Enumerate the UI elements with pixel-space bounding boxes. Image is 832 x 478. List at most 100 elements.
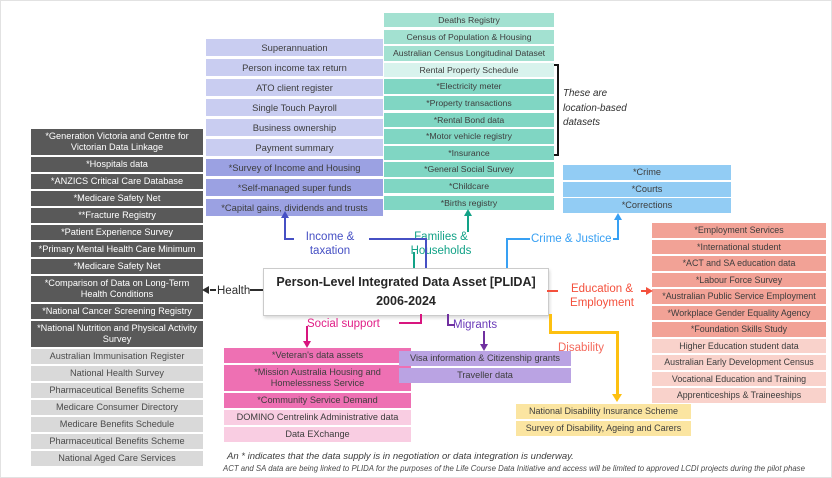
location-datasets-note: These are location-based datasets (563, 88, 627, 128)
migrants-label: Migrants (453, 319, 498, 331)
income-connector (284, 218, 286, 240)
data-box: Medicare Consumer Directory (31, 400, 203, 415)
data-box: *Foundation Skills Study (652, 322, 826, 337)
income-arrow-icon (281, 211, 289, 218)
data-box: Vocational Education and Training (652, 371, 826, 386)
social-arrow-icon (303, 341, 311, 348)
education-connector (547, 290, 558, 292)
data-box: Person income tax return (206, 59, 383, 76)
health-label: Health (217, 285, 251, 297)
data-box: Rental Property Schedule (384, 62, 554, 78)
data-box: *Childcare (384, 178, 554, 194)
data-box: *Community Service Demand (224, 393, 411, 408)
social-connector (420, 314, 422, 324)
data-box: *Electricity meter (384, 79, 554, 94)
data-box: Medicare Benefits Schedule (31, 417, 203, 432)
data-box: ATO client register (206, 79, 383, 96)
data-box: *Self-managed super funds (206, 179, 383, 196)
data-box: *Property transactions (384, 95, 554, 111)
data-box: *Motor vehicle registry (384, 129, 554, 144)
data-box: Pharmaceutical Benefits Scheme (31, 434, 203, 449)
data-box: *Workplace Gender Equality Agency (652, 305, 826, 320)
data-box: *Corrections (563, 198, 731, 213)
migrants-arrow-icon (480, 344, 488, 351)
data-box: *Employment Services (652, 223, 826, 238)
data-box: Traveller data (399, 368, 571, 383)
data-box: Deaths Registry (384, 13, 554, 28)
data-box: Australian Census Longitudinal Dataset (384, 46, 554, 61)
data-box: DOMINO Centrelink Administrative data (224, 410, 411, 425)
income-connector (425, 239, 427, 268)
social-connector (399, 322, 422, 324)
data-box: Pharmaceutical Benefits Scheme (31, 383, 203, 398)
data-box: *Births registry (384, 195, 554, 210)
data-box: *Capital gains, dividends and trusts (206, 199, 383, 216)
families-connector (413, 252, 415, 268)
data-box: *Courts (563, 181, 731, 197)
data-box: Payment summary (206, 139, 383, 156)
disability-label: Disability (558, 342, 605, 354)
data-box: **Fracture Registry (31, 208, 203, 223)
migrants-connector (483, 331, 485, 345)
data-box: *Labour Force Survey (652, 272, 826, 287)
health-connector (210, 289, 216, 291)
data-box: National Aged Care Services (31, 451, 203, 466)
asterisk-footnote: An * indicates that the data supply is i… (227, 451, 574, 462)
data-box: Australian Immunisation Register (31, 349, 203, 364)
education-connector (641, 290, 646, 292)
data-box: *Crime (563, 165, 731, 180)
data-box: Superannuation (206, 39, 383, 56)
location-datasets-bracket (554, 64, 559, 156)
crime-datasets-column: *Crime*Courts*Corrections (563, 165, 731, 213)
families-arrow-icon (464, 209, 472, 216)
data-box: *General Social Survey (384, 162, 554, 177)
families-connector (467, 216, 469, 232)
act-sa-footnote: ACT and SA data are being linked to PLID… (223, 464, 805, 473)
data-box: *Australian Public Service Employment (652, 289, 826, 304)
health-datasets-column: *Generation Victoria and Centre for Vict… (31, 129, 203, 466)
income-connector (369, 238, 427, 240)
plida-central-node: Person-Level Integrated Data Asset [PLID… (263, 268, 549, 316)
data-box: Business ownership (206, 119, 383, 136)
education-arrow-icon (646, 287, 653, 295)
disability-connector (616, 331, 619, 395)
disability-arrow-icon (612, 394, 622, 402)
crime-connector (613, 238, 619, 240)
crime-connector (617, 220, 619, 240)
crime-connector (506, 239, 508, 268)
data-box: Single Touch Payroll (206, 99, 383, 116)
data-box: Apprenticeships & Traineeships (652, 388, 826, 403)
disability-connector (549, 314, 552, 333)
crime-arrow-icon (614, 213, 622, 220)
data-box: *Survey of Income and Housing (206, 159, 383, 176)
social-connector (306, 326, 308, 342)
data-box: Australian Early Development Census (652, 355, 826, 370)
plida-years: 2006-2024 (376, 294, 436, 308)
health-arrow-icon (202, 286, 209, 294)
health-connector (250, 289, 263, 291)
data-box: *Primary Mental Health Care Minimum (31, 242, 203, 257)
crime-label: Crime & Justice (531, 233, 612, 245)
data-box: Visa information & Citizenship grants (399, 351, 571, 366)
data-box: *ANZICS Critical Care Database (31, 174, 203, 189)
disability-connector (549, 331, 619, 334)
data-box: *Generation Victoria and Centre for Vict… (31, 129, 203, 155)
crime-connector (506, 238, 530, 240)
plida-title: Person-Level Integrated Data Asset [PLID… (276, 275, 536, 289)
data-box: *Medicare Safety Net (31, 191, 203, 206)
income-connector (284, 238, 294, 240)
data-box: National Health Survey (31, 366, 203, 381)
migrants-connector (447, 314, 449, 326)
income-label: Income & taxation (305, 231, 355, 257)
data-box: Data EXchange (224, 427, 411, 442)
data-box: *National Cancer Screening Registry (31, 304, 203, 319)
data-box: Higher Education student data (652, 338, 826, 353)
data-box: Census of Population & Housing (384, 29, 554, 44)
data-box: *Mission Australia Housing and Homelessn… (224, 365, 411, 391)
data-box: Survey of Disability, Ageing and Carers (516, 421, 691, 436)
